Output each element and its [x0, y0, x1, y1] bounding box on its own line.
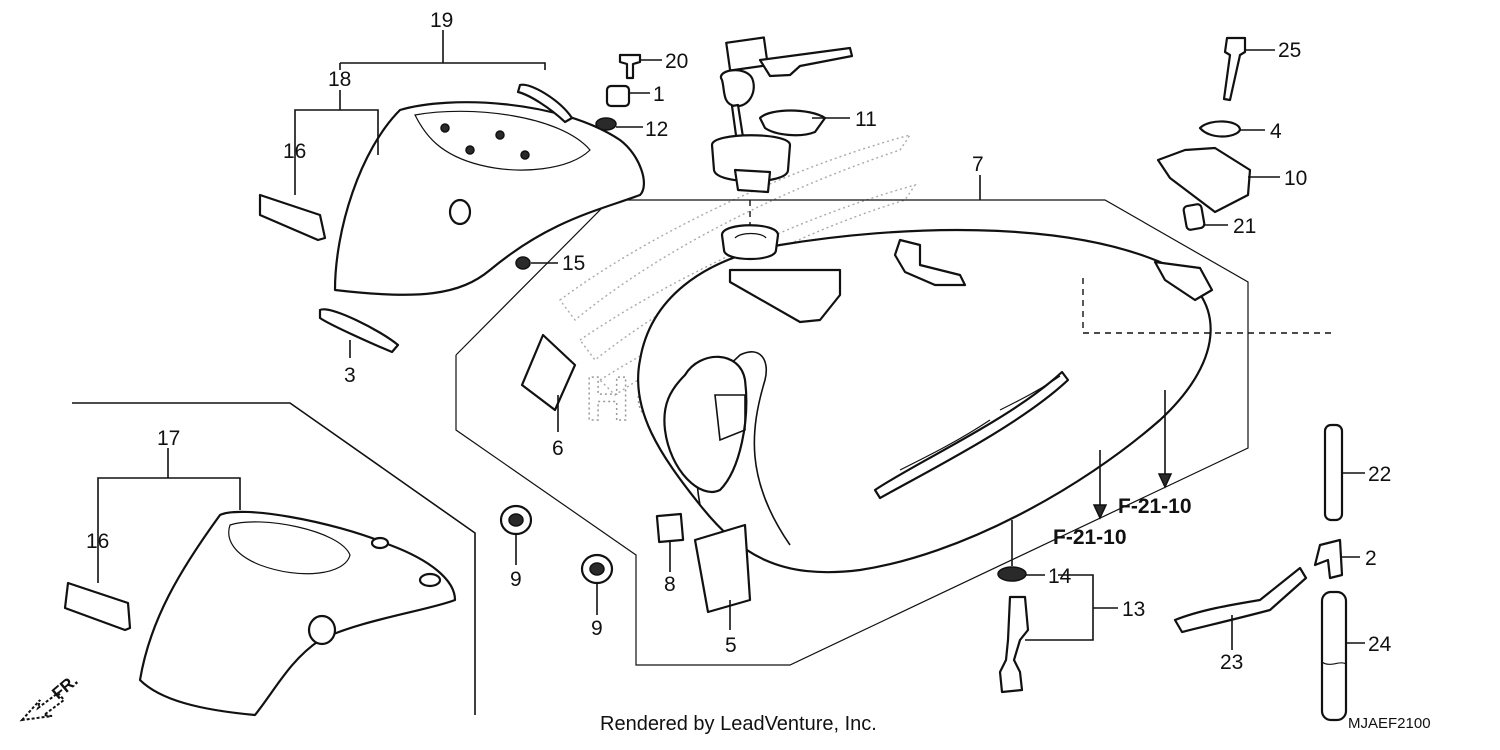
front-direction-label: FR. [48, 671, 81, 703]
front-arrow-icon [19, 691, 66, 722]
callout-17: 17 [157, 427, 180, 450]
callout-16-lower: 16 [86, 530, 109, 553]
callout-24: 24 [1368, 633, 1392, 656]
callout-1: 1 [653, 83, 665, 106]
callout-7: 7 [972, 153, 984, 176]
callout-23: 23 [1220, 651, 1243, 674]
callout-12: 12 [645, 118, 668, 141]
callout-19: 19 [430, 9, 453, 32]
callout-25: 25 [1278, 39, 1301, 62]
grommet-9-b [580, 553, 614, 585]
diagram-code: MJAEF2100 [1348, 715, 1431, 732]
callout-2: 2 [1365, 547, 1377, 570]
small-parts [63, 36, 1348, 722]
spring-12 [595, 117, 617, 131]
collar-21 [1182, 203, 1206, 231]
reference-upper: F-21-10 [1118, 495, 1192, 518]
rubber-pad-16-lower [63, 581, 132, 632]
reference-labels: F-21-10 F-21-10 [1053, 495, 1192, 549]
callout-18: 18 [328, 68, 351, 91]
dashed-leaders [749, 200, 1333, 334]
callout-6: 6 [552, 437, 564, 460]
screw-20 [618, 53, 642, 80]
callout-9-b: 9 [591, 617, 603, 640]
callout-14: 14 [1048, 565, 1072, 588]
front-direction-indicator: FR. [19, 671, 82, 722]
filler-neck [720, 224, 780, 260]
render-credit: Rendered by LeadVenture, Inc. [600, 713, 877, 735]
fuel-cap-assembly [710, 36, 854, 194]
section-divider [72, 402, 476, 715]
label-5 [693, 523, 752, 614]
callout-10: 10 [1284, 167, 1307, 190]
callout-4: 4 [1270, 120, 1282, 143]
callout-11: 11 [855, 108, 877, 131]
fuel-tank-assembly-outline [455, 199, 1249, 666]
rubber-strip-3 [318, 308, 400, 354]
washer-14 [997, 566, 1027, 582]
callout-8: 8 [664, 573, 676, 596]
meter-visor-upper [333, 83, 645, 296]
tube-22 [1323, 423, 1344, 522]
label-8 [655, 512, 685, 544]
tube-24 [1320, 590, 1348, 722]
callout-3: 3 [344, 364, 356, 387]
callout-16-upper: 16 [283, 140, 306, 163]
mount-rubber-10 [1156, 146, 1252, 214]
callout-22: 22 [1368, 463, 1391, 486]
rubber-pad-16-upper [258, 193, 327, 242]
callout-21: 21 [1233, 215, 1256, 238]
grommet-9-a [499, 504, 533, 536]
callout-9-a: 9 [510, 568, 522, 591]
callout-20: 20 [665, 50, 688, 73]
hose-23 [1173, 566, 1308, 634]
bolt-25 [1222, 36, 1247, 102]
label-6 [520, 333, 577, 412]
callout-5: 5 [725, 634, 737, 657]
leader-lines [97, 30, 1365, 650]
collar-1 [605, 84, 631, 108]
washer-4 [1198, 120, 1242, 138]
reference-lower: F-21-10 [1053, 526, 1127, 549]
grommet-15 [515, 256, 531, 270]
callout-15: 15 [562, 252, 585, 275]
callout-numbers: 19 18 16 3 17 16 15 20 1 12 11 7 6 8 5 9… [86, 9, 1392, 674]
joint-2 [1313, 538, 1344, 580]
meter-visor-lower [138, 510, 457, 717]
callout-13: 13 [1122, 598, 1145, 621]
fuel-unit-13 [998, 595, 1030, 694]
fuel-tank [636, 228, 1214, 574]
